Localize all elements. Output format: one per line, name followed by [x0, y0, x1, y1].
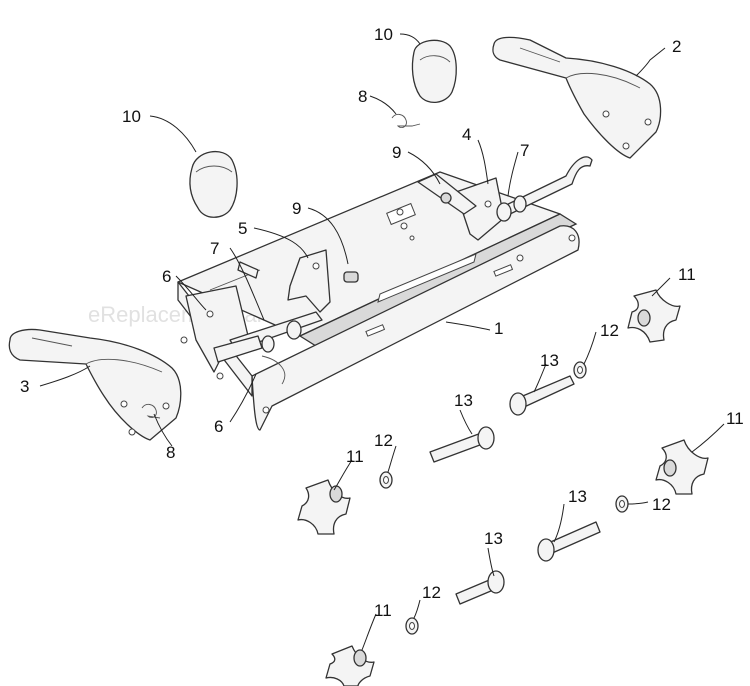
- callout-2: 2: [672, 37, 681, 56]
- part-11-knob-c[interactable]: [297, 479, 351, 535]
- callout-9-upper: 9: [392, 143, 401, 162]
- callout-6-lower: 6: [214, 417, 223, 436]
- part-6-lower-lever[interactable]: [213, 335, 286, 385]
- callout-11-d: 11: [374, 601, 392, 620]
- part-12-nut-a[interactable]: [573, 361, 587, 379]
- part-11-knob-b[interactable]: [655, 439, 709, 495]
- callout-5: 5: [238, 219, 247, 238]
- callout-8-upper: 8: [358, 87, 367, 106]
- part-7-rod-upper[interactable]: [496, 156, 593, 222]
- callout-7-upper: 7: [520, 141, 529, 160]
- part-3-left-handle[interactable]: [8, 328, 182, 441]
- part-8-spring-clip-upper[interactable]: [391, 113, 421, 129]
- part-5-bracket-plate[interactable]: [287, 249, 331, 313]
- callout-labels: 10 2 10 8 9 4 7 9 5 7 6 11 12 1 13 3 6 8…: [20, 25, 744, 620]
- part-10-grip-upper[interactable]: [411, 39, 457, 103]
- callout-10-upper: 10: [374, 25, 393, 44]
- part-13-bolt-b[interactable]: [429, 426, 495, 463]
- callout-4: 4: [462, 125, 471, 144]
- callout-3: 3: [20, 377, 29, 396]
- part-12-nut-b[interactable]: [379, 471, 393, 489]
- part-12-nut-c[interactable]: [615, 495, 629, 513]
- part-11-knob-d[interactable]: [325, 645, 375, 686]
- callout-13-c: 13: [568, 487, 587, 506]
- part-10-grip-lower[interactable]: [189, 150, 238, 218]
- callout-9-lower: 9: [292, 199, 301, 218]
- callout-8-lower: 8: [166, 443, 175, 462]
- part-9-stud-lower[interactable]: [343, 271, 359, 283]
- part-13-bolt-d[interactable]: [455, 570, 505, 605]
- part-9-lever-upper[interactable]: [417, 173, 477, 215]
- callout-12-b: 12: [374, 431, 393, 450]
- part-12-nut-d[interactable]: [405, 617, 419, 635]
- callout-10-left: 10: [122, 107, 141, 126]
- part-13-bolt-a[interactable]: [509, 375, 575, 416]
- callout-13-d: 13: [484, 529, 503, 548]
- callout-7-lower: 7: [210, 239, 219, 258]
- callout-12-c: 12: [652, 495, 671, 514]
- callout-11-b: 11: [346, 447, 364, 466]
- part-13-bolt-c[interactable]: [537, 521, 601, 562]
- callout-13-b: 13: [454, 391, 473, 410]
- callout-13-a: 13: [540, 351, 559, 370]
- callout-12-d: 12: [422, 583, 441, 602]
- part-11-knob-a[interactable]: [627, 289, 681, 343]
- callout-12-a: 12: [600, 321, 619, 340]
- callout-11-a: 11: [678, 265, 696, 284]
- leader-lines: [39, 33, 725, 651]
- callout-1: 1: [494, 319, 503, 338]
- callout-11-c: 11: [726, 409, 744, 428]
- part-8-spring-clip-lower[interactable]: [141, 403, 161, 419]
- part-2-right-handle[interactable]: [492, 36, 662, 159]
- part-4-pivot-bracket[interactable]: [455, 177, 505, 241]
- callout-6-upper: 6: [162, 267, 171, 286]
